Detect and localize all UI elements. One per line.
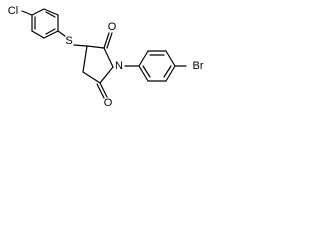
chlorine-bond bbox=[21, 10, 33, 16]
carbonyl-top-bond-2 bbox=[106, 32, 113, 49]
chlorophenyl-ring bbox=[31, 8, 59, 39]
sulfur-carbon-bond bbox=[73, 44, 88, 47]
ring-sulfur-bond bbox=[57, 30, 66, 37]
carbonyl-bottom-bond bbox=[99, 82, 108, 98]
chemical-structure-diagram: Cl S N O O Br bbox=[8, 5, 204, 109]
nitrogen-label: N bbox=[115, 60, 123, 72]
structure-canvas: Cl S N O O Br bbox=[0, 0, 216, 111]
carbonyl-bottom-bond-2 bbox=[96, 83, 105, 99]
succinimide-ring bbox=[82, 45, 114, 84]
carbonyl-top-bond bbox=[103, 32, 110, 49]
oxygen-top-label: O bbox=[108, 21, 117, 33]
sulfur-label: S bbox=[65, 35, 72, 47]
chlorine-label: Cl bbox=[8, 5, 18, 17]
bromine-label: Br bbox=[193, 60, 204, 72]
oxygen-bottom-label: O bbox=[104, 97, 113, 109]
bromophenyl-ring bbox=[138, 50, 176, 82]
